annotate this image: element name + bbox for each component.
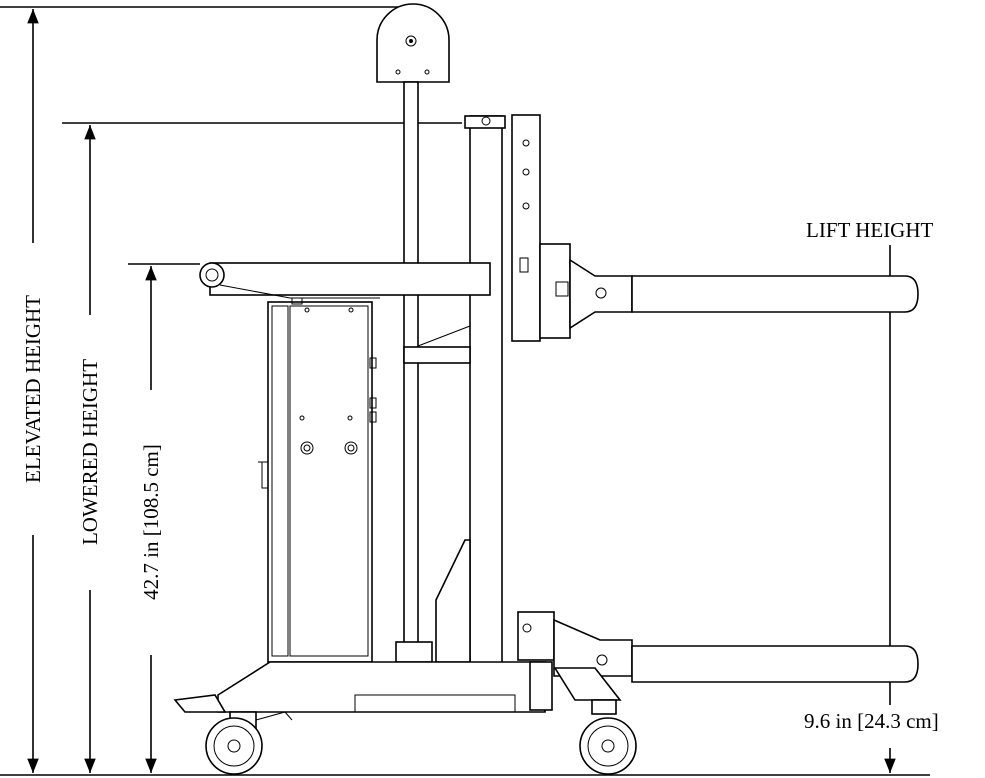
mast-column	[469, 115, 503, 667]
lowered-height-dimension: LOWERED HEIGHT	[78, 125, 102, 773]
elevated-head	[376, 3, 450, 83]
upper-fork	[631, 275, 919, 313]
elevated-height-dimension: ELEVATED HEIGHT	[21, 8, 45, 773]
handle-height-label: 42.7 in [108.5 cm]	[139, 444, 163, 600]
control-box	[267, 301, 373, 663]
rear-caster	[173, 694, 293, 775]
carriage-plate	[511, 114, 541, 342]
lift-height-label: LIFT HEIGHT	[806, 218, 934, 242]
cart-drawing	[173, 3, 919, 775]
lift-height-dimension: LIFT HEIGHT 9.6 in [24.3 cm]	[804, 218, 939, 773]
lowered-height-label: LOWERED HEIGHT	[78, 359, 102, 545]
fork-height-label: 9.6 in [24.3 cm]	[804, 709, 939, 733]
front-caster	[579, 699, 637, 775]
base-chassis	[217, 661, 546, 713]
elevated-height-label: ELEVATED HEIGHT	[21, 295, 45, 483]
lower-fork	[631, 645, 919, 683]
handle-height-dimension: 42.7 in [108.5 cm]	[139, 266, 163, 773]
handle-bar	[209, 262, 491, 296]
inner-post	[403, 81, 419, 663]
